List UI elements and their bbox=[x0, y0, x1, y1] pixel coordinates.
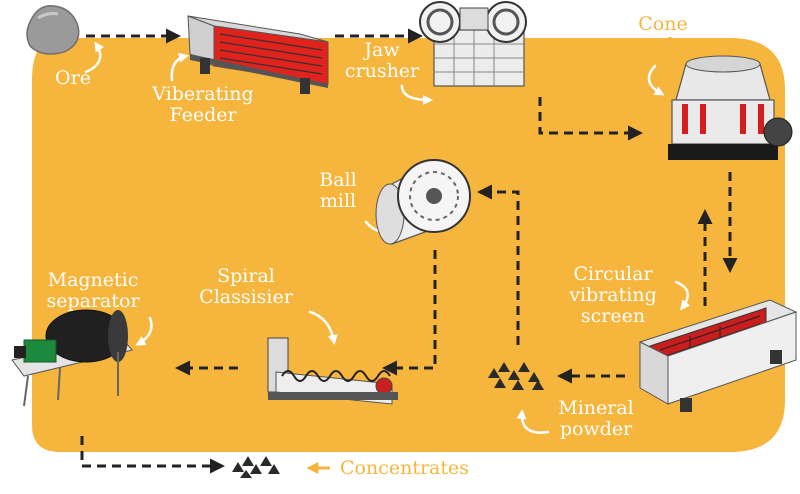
concentrates-icon bbox=[232, 456, 280, 478]
label-cone-crusher: Cone crusher bbox=[625, 13, 701, 56]
cone-pointer-arrow bbox=[647, 64, 665, 96]
vibrating-screen-icon bbox=[638, 299, 798, 412]
jaw-crusher-icon bbox=[419, 1, 527, 87]
label-ball-mill: Ball mill bbox=[319, 169, 357, 212]
edge-powder-ballmill bbox=[477, 184, 520, 345]
spiral-pointer-arrow bbox=[308, 310, 338, 345]
label-mineral-powder: Mineral powder bbox=[558, 397, 634, 440]
ore-pointer-arrow bbox=[84, 41, 105, 74]
ore-rock-icon bbox=[26, 5, 80, 55]
magnetic-separator-icon bbox=[11, 309, 133, 407]
jaw-pointer-arrow bbox=[400, 84, 433, 105]
label-ore: Ore bbox=[55, 67, 91, 89]
background-panel bbox=[32, 38, 785, 452]
label-spiral-classifier: Spiral Classisier bbox=[199, 265, 293, 308]
cone-crusher-icon bbox=[668, 55, 793, 160]
label-vibrating-feeder: Viberating Feeder bbox=[152, 83, 254, 126]
edge-jaw-cone bbox=[538, 97, 643, 141]
ball-mill-icon bbox=[375, 159, 471, 245]
feeder-pointer-arrow bbox=[170, 52, 189, 82]
mineral-powder-icon bbox=[488, 362, 544, 390]
label-jaw-crusher: Jaw crusher bbox=[344, 39, 420, 82]
powder-pointer-arrow bbox=[516, 409, 550, 434]
edge-magnetic-concentrates bbox=[80, 436, 225, 474]
edge-ballmill-spiral bbox=[382, 250, 437, 376]
screen-pointer-arrow bbox=[674, 280, 691, 311]
magnetic-pointer-arrow bbox=[135, 316, 153, 346]
label-concentrates: Concentrates bbox=[340, 457, 470, 479]
vibrating-feeder-icon bbox=[187, 15, 329, 94]
label-magnetic-separator: Magnetic separator bbox=[46, 269, 140, 312]
label-circular-vibrating-screen: Circular vibrating screen bbox=[569, 263, 657, 327]
spiral-classifier-icon bbox=[267, 337, 398, 405]
